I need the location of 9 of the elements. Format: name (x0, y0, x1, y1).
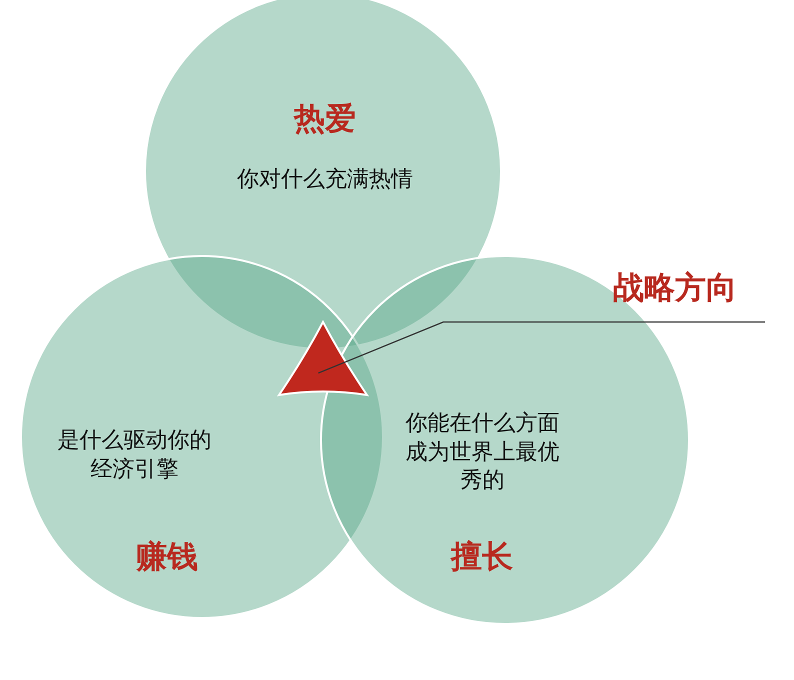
intersection-triangle (276, 320, 370, 398)
circle-heading: 赚钱 (135, 538, 199, 577)
callout-label: 战略方向 (585, 268, 765, 322)
circle-heading: 擅长 (449, 538, 514, 577)
leader-line (318, 321, 765, 374)
circle-heading: 热爱 (292, 100, 357, 139)
circle-description: 你对什么充满热情 (236, 166, 414, 194)
circle-description: 你能在什么方面成为世界上最优秀的 (404, 410, 560, 496)
circle-description: 是什么驱动你的经济引擎 (56, 427, 212, 484)
